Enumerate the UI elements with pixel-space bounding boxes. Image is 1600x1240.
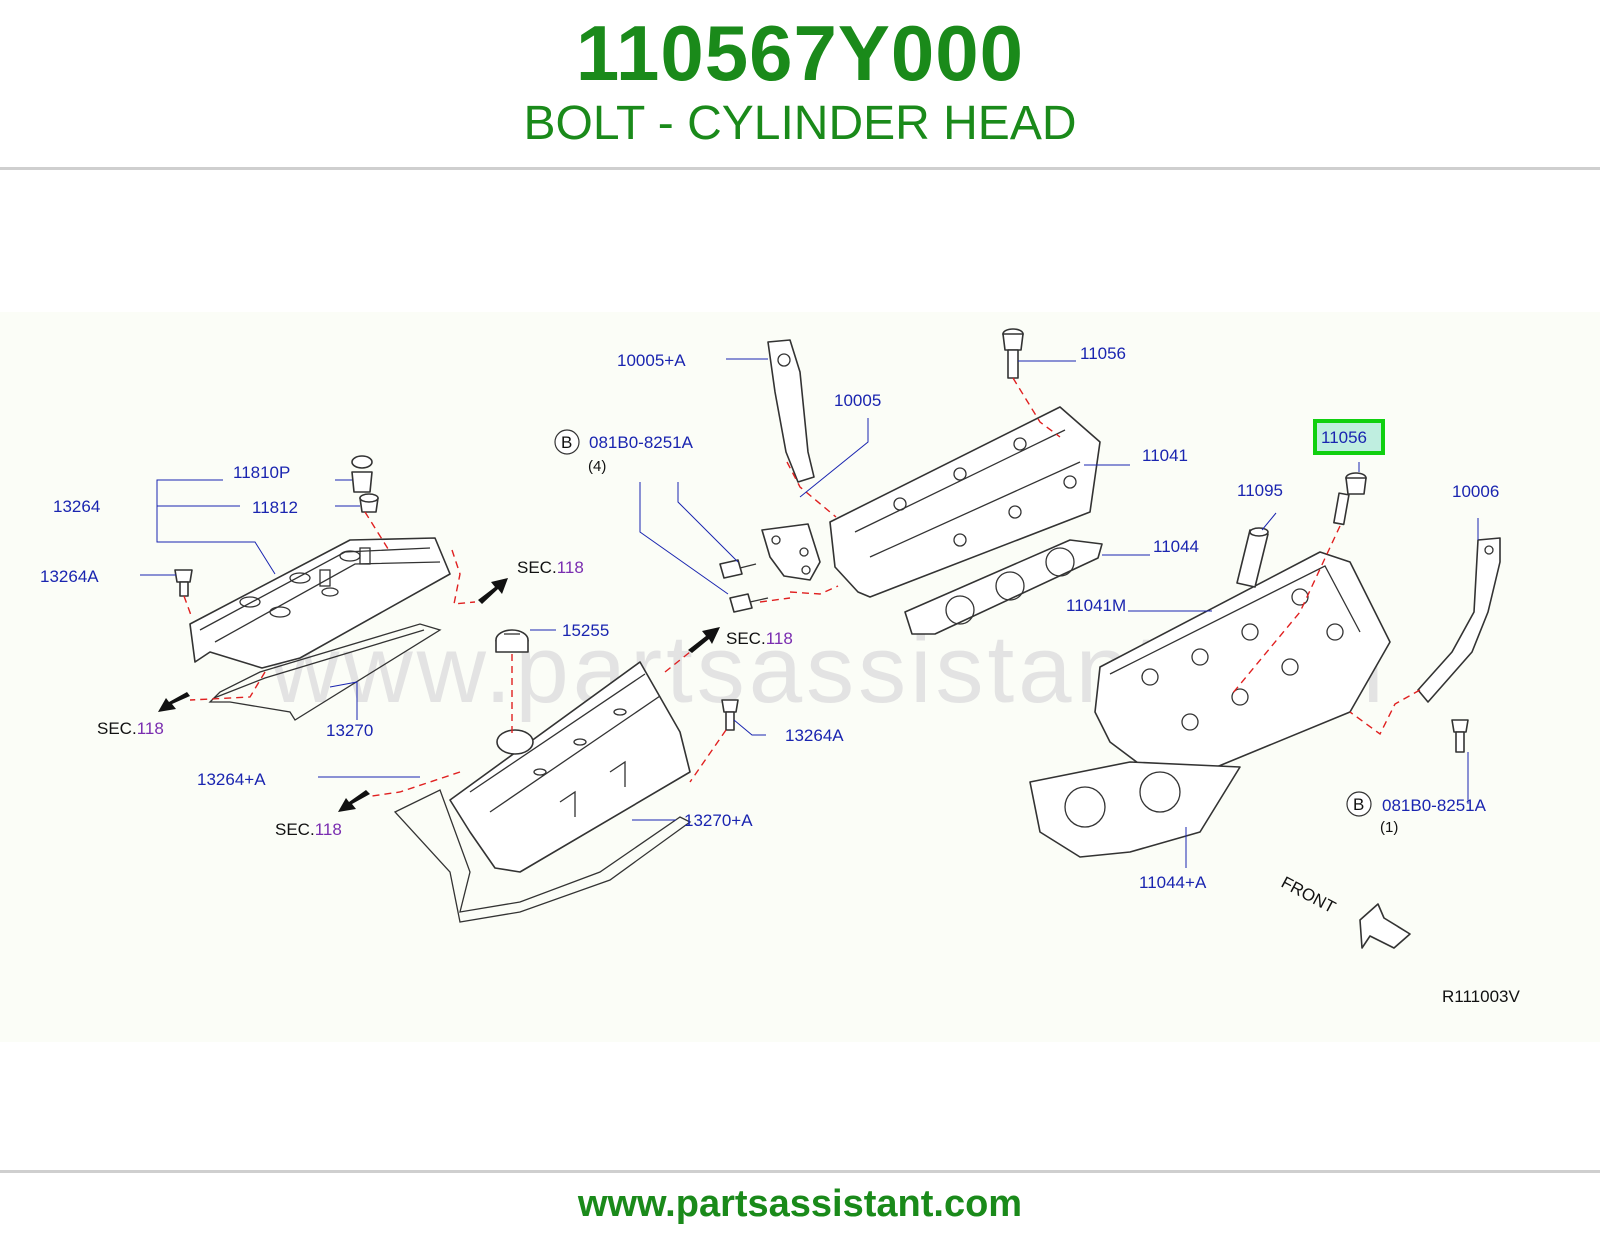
bracket-10005A[interactable] xyxy=(767,339,815,483)
callout-11812[interactable]: 11812 xyxy=(252,498,298,517)
pcv-valve-11810P[interactable] xyxy=(351,455,373,493)
head-gasket-11044[interactable] xyxy=(904,539,1103,635)
callout-10005A[interactable]: 10005+A xyxy=(617,351,686,370)
oil-filler-cap-15255[interactable] xyxy=(495,629,529,653)
front-label: FRONT xyxy=(1278,873,1339,917)
sec-arrow-left-upper xyxy=(478,578,508,604)
diagram-reference: R111003V xyxy=(1442,987,1520,1006)
grommet-11812[interactable] xyxy=(359,493,379,513)
bracket-10005[interactable] xyxy=(761,523,821,581)
gasket-13270[interactable] xyxy=(208,623,442,721)
bolt-marker-left-letter: B xyxy=(561,433,572,452)
page-header: 110567Y000 BOLT - CYLINDER HEAD xyxy=(0,0,1600,168)
bolts-081B0-left[interactable] xyxy=(719,559,769,613)
sec-arrow-middle-upper xyxy=(688,627,720,653)
callout-081B0-right[interactable]: 081B0-8251A xyxy=(1382,796,1487,815)
callout-10005[interactable]: 10005 xyxy=(834,391,881,410)
sec-ref-3[interactable]: SEC.118 xyxy=(97,719,164,738)
dowel-11095[interactable] xyxy=(1236,527,1269,588)
callout-13264A-left[interactable]: 13264A xyxy=(40,567,99,586)
parts-diagram: www.partsassistant.com xyxy=(40,328,1520,1006)
callout-labels: 10005+A 10005 11056 081B0-8251A (4) 1104… xyxy=(40,344,1520,1006)
sec-ref-4[interactable]: SEC.118 xyxy=(275,820,342,839)
bolt-marker-right: B xyxy=(1346,791,1372,817)
callout-11095[interactable]: 11095 xyxy=(1237,481,1283,500)
footer-divider xyxy=(0,1170,1600,1173)
footer-website-link[interactable]: www.partsassistant.com xyxy=(577,1183,1023,1225)
callout-13264A-middle[interactable]: 13264A xyxy=(785,726,844,745)
callout-13270pA[interactable]: 13270+A xyxy=(684,811,753,830)
callout-13270[interactable]: 13270 xyxy=(326,721,373,740)
callout-11056-highlighted[interactable]: 11056 xyxy=(1321,428,1367,447)
callout-081B0-left[interactable]: 081B0-8251A xyxy=(589,433,694,452)
part-number-title: 110567Y000 xyxy=(575,9,1025,97)
quantity-1: (1) xyxy=(1380,819,1398,836)
bolt-13264A-left[interactable] xyxy=(174,569,193,597)
bolt-081B0-right[interactable] xyxy=(1451,719,1469,753)
callout-15255[interactable]: 15255 xyxy=(562,621,609,640)
callout-11056-top[interactable]: 11056 xyxy=(1080,344,1126,363)
callout-10006[interactable]: 10006 xyxy=(1452,482,1499,501)
sec-arrow-left-lower xyxy=(158,692,190,712)
rocker-cover-left[interactable] xyxy=(189,537,451,669)
front-arrow-icon xyxy=(1359,903,1411,949)
callout-11044pA[interactable]: 11044+A xyxy=(1139,873,1207,892)
bolt-marker-right-letter: B xyxy=(1353,795,1364,814)
bolt-11056-top[interactable] xyxy=(1002,328,1024,379)
assembly-lines xyxy=(183,377,1421,797)
sec-ref-1[interactable]: SEC.118 xyxy=(517,558,584,577)
sec-arrow-middle-lower xyxy=(338,790,370,812)
callout-13264pA[interactable]: 13264+A xyxy=(197,770,266,789)
head-gasket-11044A[interactable] xyxy=(1029,761,1241,858)
gasket-13270A[interactable] xyxy=(393,789,692,923)
callout-11044[interactable]: 11044 xyxy=(1153,537,1199,556)
part-name-subtitle: BOLT - CYLINDER HEAD xyxy=(523,97,1077,150)
callout-11810P[interactable]: 11810P xyxy=(233,463,290,482)
cylinder-head-11041M[interactable] xyxy=(1094,551,1391,783)
bolt-11056-highlighted[interactable] xyxy=(1333,472,1367,526)
bolt-13264A-middle[interactable] xyxy=(721,699,739,731)
callout-13264[interactable]: 13264 xyxy=(53,497,100,516)
sec-ref-2[interactable]: SEC.118 xyxy=(726,629,793,648)
callout-11041[interactable]: 11041 xyxy=(1142,446,1188,465)
bolt-marker-left: B xyxy=(554,429,580,455)
leader-lines xyxy=(140,358,1479,868)
highlight-box xyxy=(1313,419,1385,455)
bracket-10006[interactable] xyxy=(1417,537,1501,703)
quantity-4: (4) xyxy=(588,458,606,475)
cylinder-head-11041[interactable] xyxy=(829,406,1101,598)
callout-11041M[interactable]: 11041M xyxy=(1066,596,1126,615)
rocker-cover-middle[interactable] xyxy=(449,661,691,873)
header-divider xyxy=(0,167,1600,170)
